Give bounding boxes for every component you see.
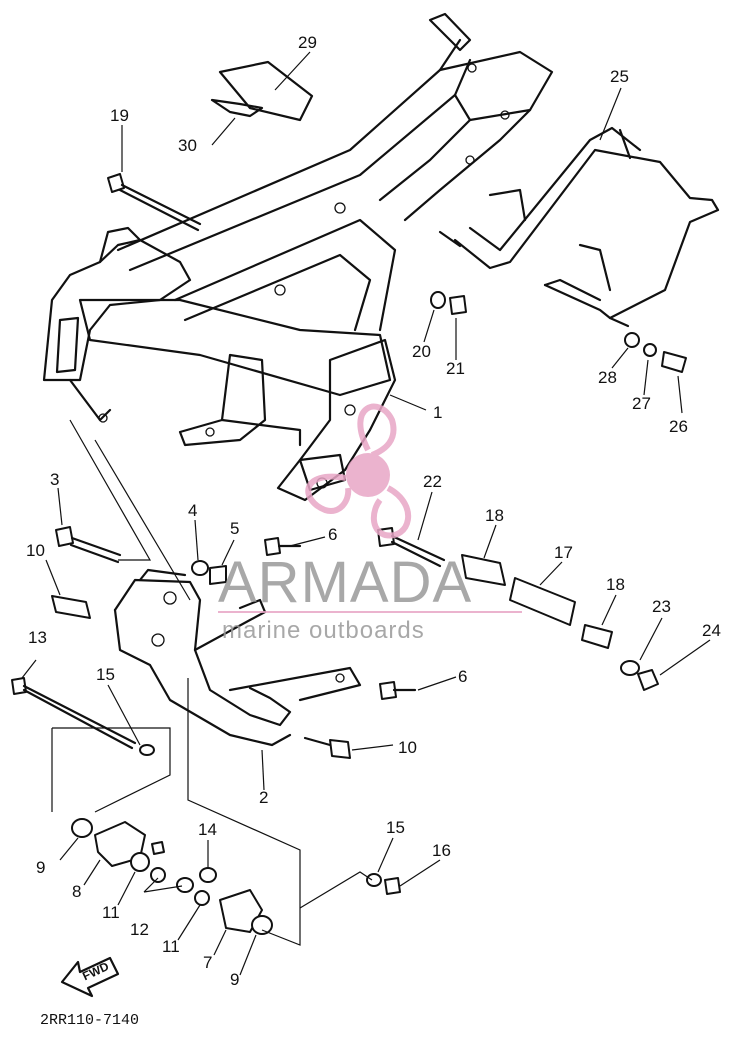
callout-23: 23 — [652, 597, 671, 616]
callout-6: 6 — [328, 525, 337, 544]
callout-9: 9 — [230, 970, 239, 989]
callout-17: 17 — [554, 543, 573, 562]
callout-28: 28 — [598, 368, 617, 387]
callout-19: 19 — [110, 106, 129, 125]
callout-11: 11 — [102, 903, 120, 922]
callout-18: 18 — [606, 575, 625, 594]
callout-8: 8 — [72, 882, 81, 901]
part-code: 2RR110-7140 — [40, 1012, 139, 1029]
callout-12: 12 — [130, 920, 149, 939]
callout-9: 9 — [36, 858, 45, 877]
callout-15: 15 — [96, 665, 115, 684]
callout-2: 2 — [259, 788, 268, 807]
callout-18: 18 — [485, 506, 504, 525]
callout-22: 22 — [423, 472, 442, 491]
callout-29: 29 — [298, 33, 317, 52]
callout-3: 3 — [50, 470, 59, 489]
fwd-arrow-icon: FWD — [60, 956, 120, 998]
engine-bracket-drawing — [113, 568, 362, 747]
watermark-subtitle: marine outboards — [222, 617, 425, 644]
callout-20: 20 — [412, 342, 431, 361]
fasteners-drawing — [11, 60, 687, 935]
callout-10: 10 — [398, 738, 417, 757]
callout-24: 24 — [702, 621, 721, 640]
callout-10: 10 — [26, 541, 45, 560]
armada-watermark: ARMADA marine outboards — [218, 403, 522, 644]
callout-27: 27 — [632, 394, 651, 413]
callout-6: 6 — [458, 667, 467, 686]
callout-13: 13 — [28, 628, 47, 647]
callout-11: 11 — [162, 937, 180, 956]
callout-30: 30 — [178, 136, 197, 155]
callout-16: 16 — [432, 841, 451, 860]
seat-rail-drawing — [438, 126, 720, 328]
callout-14: 14 — [198, 820, 217, 839]
leader-lines — [21, 51, 711, 976]
callout-5: 5 — [230, 519, 239, 538]
callout-15: 15 — [386, 818, 405, 837]
callout-7: 7 — [203, 953, 212, 972]
callout-21: 21 — [446, 359, 465, 378]
callout-4: 4 — [188, 501, 197, 520]
callout-1: 1 — [433, 403, 442, 422]
callout-26: 26 — [669, 417, 688, 436]
callouts: 1 2 3 4 5 6 6 7 8 9 9 10 10 11 11 12 13 … — [26, 33, 721, 989]
armada-logo-icon — [305, 403, 411, 539]
callout-25: 25 — [610, 67, 629, 86]
watermark-title: ARMADA — [218, 550, 472, 615]
